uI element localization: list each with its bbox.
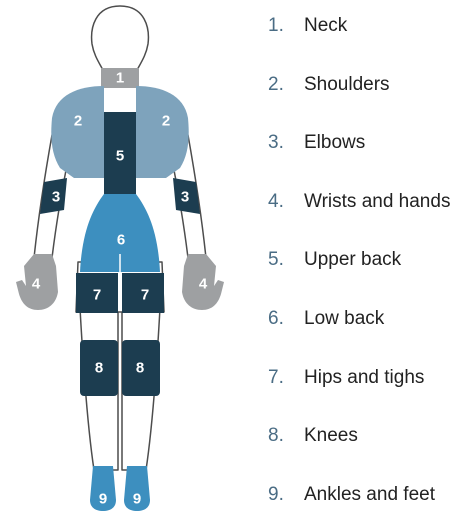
legend-number: 2.: [268, 70, 304, 100]
region-label-elbow-right: 3: [181, 189, 189, 206]
legend-label: Wrists and hands: [304, 191, 450, 212]
region-label-foot-right: 9: [133, 491, 141, 508]
legend-item-ankles-and-feet: 9.Ankles and feet: [268, 480, 435, 510]
legend-item-elbows: 3.Elbows: [268, 128, 365, 158]
legend-item-low-back: 6.Low back: [268, 304, 384, 334]
legend-number: 5.: [268, 245, 304, 275]
region-label-knee-right: 8: [136, 360, 144, 377]
legend-label: Hips and tighs: [304, 367, 424, 388]
legend-item-knees: 8.Knees: [268, 421, 358, 451]
region-shoulder-left: [51, 86, 104, 178]
body-diagram: 1 2 2 3 3 4 4 5 6 7 7 8 8 9 9: [0, 0, 240, 513]
legend-item-upper-back: 5.Upper back: [268, 245, 401, 275]
legend-number: 9.: [268, 480, 304, 510]
region-label-hand-left: 4: [32, 276, 41, 293]
legend-number: 8.: [268, 421, 304, 451]
legend-label: Upper back: [304, 249, 401, 270]
legend-number: 1.: [268, 11, 304, 41]
region-label-neck: 1: [116, 70, 124, 87]
legend-number: 7.: [268, 363, 304, 393]
region-shoulder-right: [136, 86, 189, 178]
region-label-foot-left: 9: [99, 491, 107, 508]
region-label-hip-left: 7: [93, 287, 101, 304]
legend-number: 4.: [268, 187, 304, 217]
region-label-hand-right: 4: [199, 276, 208, 293]
region-label-knee-left: 8: [95, 360, 103, 377]
legend-label: Shoulders: [304, 74, 390, 95]
legend-label: Neck: [304, 15, 347, 36]
legend-item-neck: 1.Neck: [268, 11, 347, 41]
region-label-upper-back: 5: [116, 148, 124, 165]
legend-item-hips-and-thighs: 7.Hips and tighs: [268, 363, 424, 393]
region-label-elbow-left: 3: [52, 189, 60, 206]
legend-item-wrists-and-hands: 4.Wrists and hands: [268, 187, 450, 217]
region-label-hip-right: 7: [141, 287, 149, 304]
region-label-shoulder-right: 2: [162, 113, 170, 130]
legend-number: 3.: [268, 128, 304, 158]
region-label-shoulder-left: 2: [74, 113, 82, 130]
legend-number: 6.: [268, 304, 304, 334]
legend-item-shoulders: 2.Shoulders: [268, 70, 390, 100]
legend-label: Knees: [304, 425, 358, 446]
region-label-low-back: 6: [117, 232, 125, 249]
legend-label: Low back: [304, 308, 384, 329]
legend-label: Elbows: [304, 132, 365, 153]
legend-label: Ankles and feet: [304, 484, 435, 505]
